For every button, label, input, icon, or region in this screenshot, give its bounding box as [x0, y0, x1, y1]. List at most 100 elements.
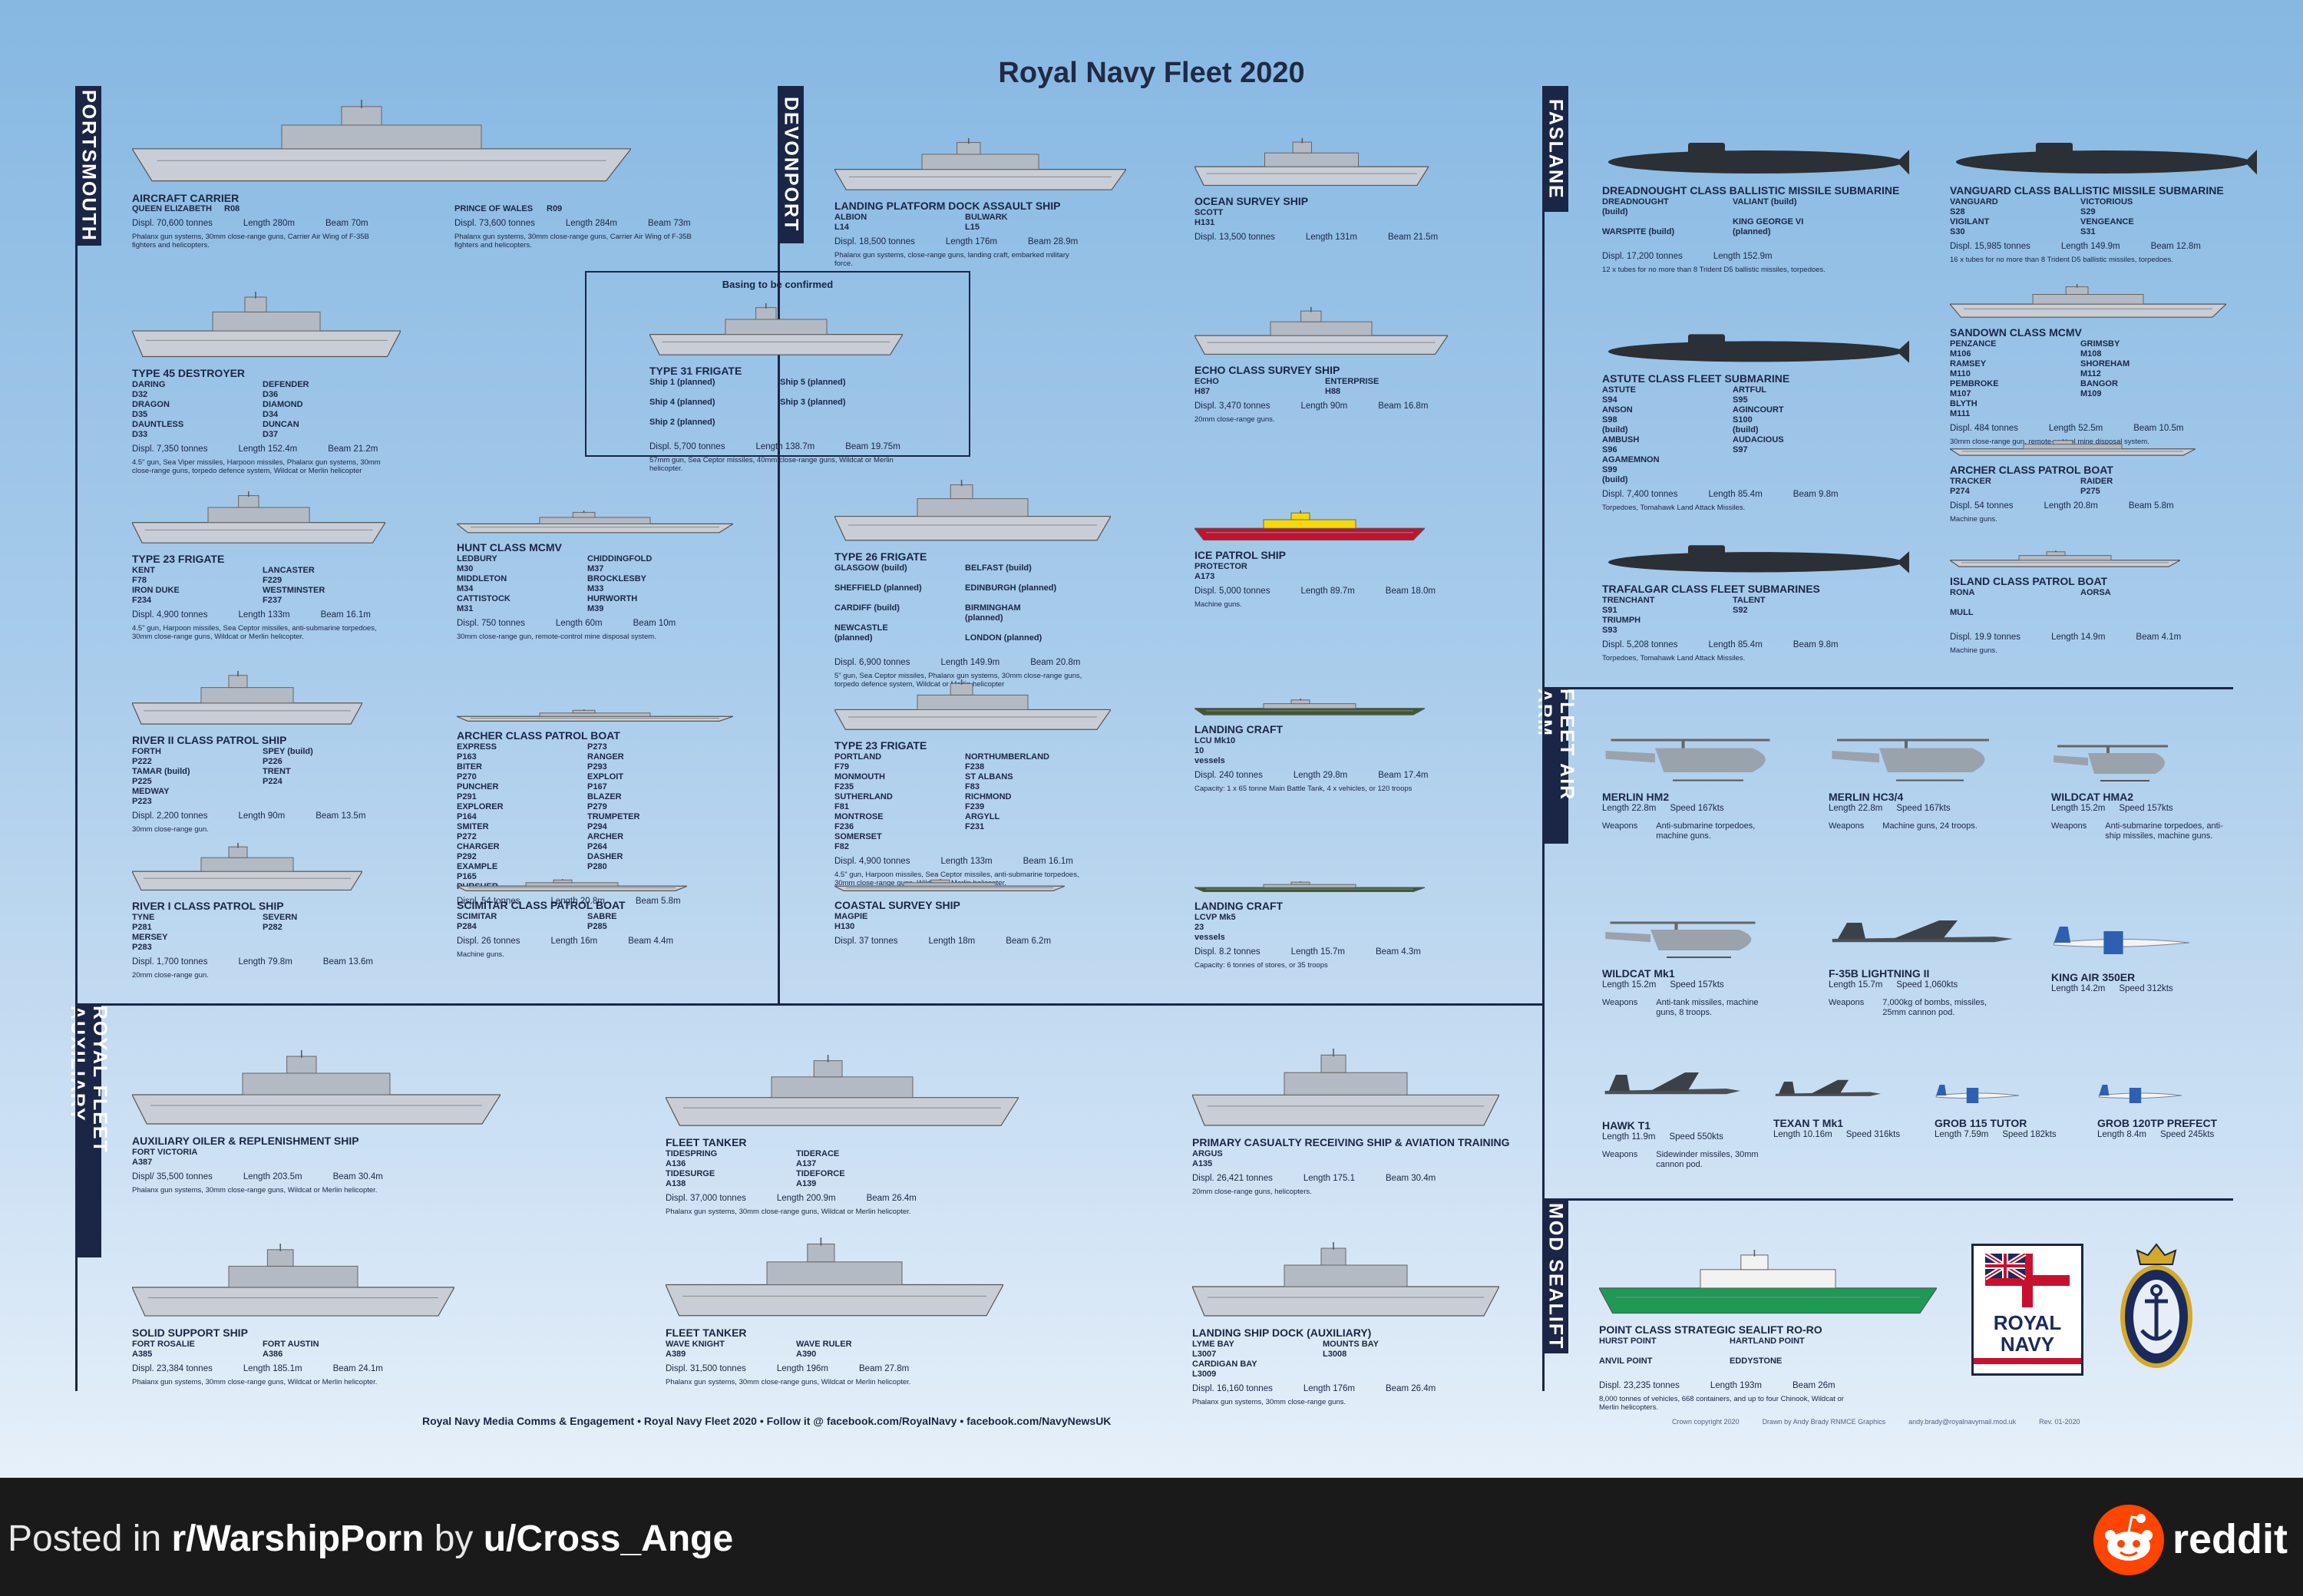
aircraft-speed: Speed 182kts	[2002, 1130, 2057, 1139]
sandown-unit-9: M108	[2080, 349, 2102, 359]
vanguard-unit-1: S28	[1950, 207, 1965, 216]
coastal-class-name: COASTAL SURVEY SHIP	[834, 899, 960, 911]
solid-unit-3: A386	[263, 1350, 283, 1359]
hunt-beam: Beam 10m	[633, 619, 676, 628]
aircraft-name: HAWK T1	[1602, 1119, 1650, 1132]
scimitar-unit-3: P285	[587, 922, 607, 931]
archerp-unit-6: EXPLORER	[457, 802, 504, 811]
ice-displ: Displ. 5,000 tonnes	[1194, 587, 1270, 596]
aircraft-length: Length 22.8m	[1829, 804, 1883, 813]
t26-displ: Displ. 6,900 tonnes	[834, 658, 910, 667]
t23d-len: Length 133m	[940, 857, 993, 866]
tanker2-len: Length 196m	[776, 1364, 828, 1373]
t23p-unit-1: F78	[132, 576, 147, 585]
t23d-unit-16: ARGYLL	[965, 812, 1000, 821]
trafalgar-unit-0: TRENCHANT	[1602, 596, 1655, 605]
divider	[75, 86, 78, 1006]
t26-beam: Beam 20.8m	[1030, 658, 1081, 667]
t23d-unit-5: F81	[834, 802, 849, 811]
scimitar-unit-2: SABRE	[587, 912, 617, 921]
scimitar-beam: Beam 4.4m	[628, 937, 674, 946]
aircraft-weapons-label: Weapons	[1829, 821, 1865, 831]
carrier-beam1: Beam 70m	[325, 219, 368, 228]
vanguard-unit-4: VICTORIOUS	[2080, 197, 2133, 207]
hunt-armament-note: 30mm close-range gun, remote-control min…	[457, 633, 656, 641]
subreddit-link[interactable]: r/WarshipPorn	[171, 1518, 425, 1559]
fleet-poster: Royal Navy Fleet 2020 PORTSMOUTH DEVONPO…	[0, 0, 2303, 1478]
t45-len: Length 152.4m	[238, 444, 298, 454]
archerp-unit-13: P165	[457, 872, 477, 881]
astute-unit-0: ASTUTE	[1602, 385, 1636, 395]
lcvp-unit-0: LCVP Mk5	[1194, 913, 1236, 922]
trafalgar-unit-4: TALENT	[1733, 596, 1766, 605]
archerp-unit-5: P291	[457, 792, 477, 801]
aircraft-speed: Speed 312kts	[2119, 984, 2173, 993]
t26-unit-0: GLASGOW (build)	[834, 563, 907, 573]
solid-class-name: SOLID SUPPORT SHIP	[132, 1327, 248, 1339]
t26-ship-icon	[834, 480, 1111, 541]
coastal-unit-1: H130	[834, 922, 855, 931]
astute-unit-10: AGINCOURT	[1733, 405, 1784, 415]
dread-len: Length 152.9m	[1713, 252, 1773, 261]
tanker2-displ: Displ. 31,500 tonnes	[666, 1364, 746, 1373]
lpd-unit-1: L14	[834, 223, 849, 232]
t23p-class-name: TYPE 23 FRIGATE	[132, 553, 225, 565]
aircraft-weapons-text: Anti-submarine torpedoes, machine guns.	[1656, 821, 1756, 841]
aircraft-speed: Speed 157kts	[1670, 980, 1724, 990]
lpd-unit-0: ALBION	[834, 213, 867, 222]
ice-len: Length 89.7m	[1300, 587, 1355, 596]
reddit-logo-icon	[2093, 1505, 2164, 1575]
archerp-unit-8: SMITER	[457, 822, 489, 831]
aircraft-weapons-text: Anti-tank missiles, machine guns, 8 troo…	[1656, 998, 1759, 1017]
river2-unit-6: SPEY (build)	[263, 747, 313, 756]
archerp-unit-7: P164	[457, 812, 477, 821]
archerp-unit-25: P264	[587, 842, 607, 851]
dread-unit-0: DREADNOUGHT (build)	[1602, 197, 1669, 216]
aircraft-name: GROB 120TP PREFECT	[2097, 1117, 2218, 1129]
t45-unit-11: D37	[263, 430, 279, 439]
aircraft-weapons-text: Machine guns, 24 troops.	[1882, 821, 1978, 831]
tanker1-unit-1: A136	[666, 1159, 686, 1168]
scimitar-displ: Displ. 26 tonnes	[457, 937, 520, 946]
rfa-crest-icon	[2120, 1243, 2192, 1368]
t45-displ: Displ. 7,350 tonnes	[132, 444, 208, 454]
t31-unit-0: Ship 1 (planned)	[649, 378, 715, 387]
poster-footer: Royal Navy Media Comms & Engagement • Ro…	[422, 1415, 1112, 1427]
tanker2-armament-note: Phalanx gun systems, 30mm close-range gu…	[666, 1378, 911, 1386]
sandown-unit-0: PENZANCE	[1950, 339, 1997, 349]
hunt-class-name: HUNT CLASS MCMV	[457, 541, 562, 553]
river1-unit-1: P281	[132, 923, 152, 932]
echo-displ: Displ. 3,470 tonnes	[1194, 401, 1270, 411]
t23d-unit-3: F235	[834, 782, 854, 791]
t45-unit-2: DRAGON	[132, 400, 170, 409]
t26-unit-10: EDINBURGH (planned)	[965, 583, 1057, 593]
solid-beam: Beam 24.1m	[332, 1364, 383, 1373]
section-mod-sealift: MOD SEALIFT	[1542, 1200, 1568, 1353]
aircraft-name: F-35B LIGHTNING II	[1829, 967, 1930, 980]
user-link[interactable]: u/Cross_Ange	[483, 1518, 734, 1559]
point-class-name: POINT CLASS STRATEGIC SEALIFT RO-RO	[1599, 1323, 1822, 1336]
archerf-beam: Beam 5.8m	[2128, 501, 2174, 511]
scimitar-armament-note: Machine guns.	[457, 950, 504, 959]
archerp-unit-2: BITER	[457, 762, 482, 772]
sandown-unit-7: M111	[1950, 409, 1971, 418]
carrier-unit-code-2: R09	[547, 204, 563, 213]
astute-unit-5: S96	[1602, 445, 1617, 454]
